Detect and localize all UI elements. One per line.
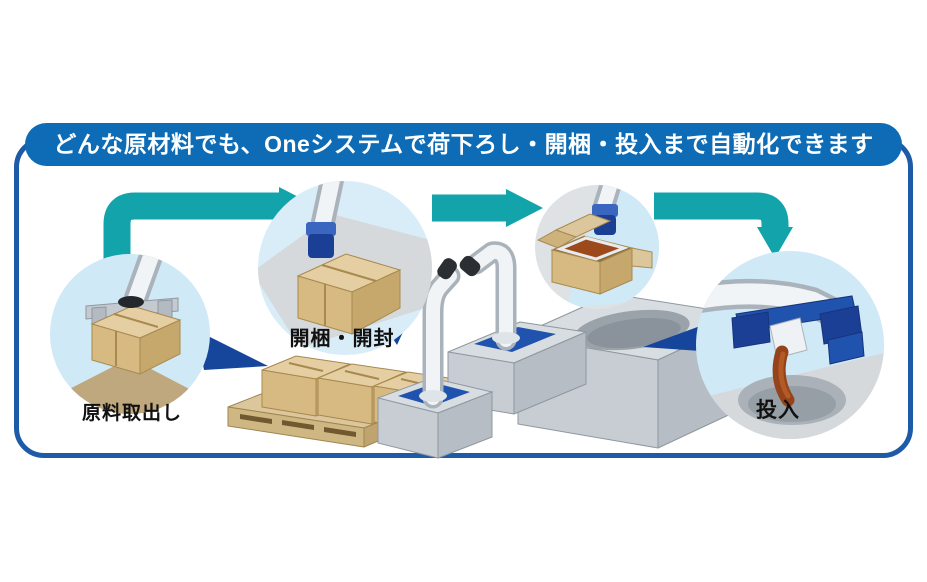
vignette-unpack xyxy=(258,181,432,355)
flow-arrow-3 xyxy=(654,192,793,258)
step-label-unpack: 開梱・開封 xyxy=(289,328,395,350)
vignette-unload xyxy=(50,254,210,414)
vignette-feed xyxy=(696,251,884,439)
title-banner: どんな原材料でも、Oneシステムで荷下ろし・開梱・投入まで自動化できます xyxy=(25,123,902,166)
suction-tool xyxy=(592,204,618,217)
title-banner-row: どんな原材料でも、Oneシステムで荷下ろし・開梱・投入まで自動化できます xyxy=(0,123,927,166)
step-label-feed: 投入 xyxy=(756,399,800,422)
robot-end-effector xyxy=(459,255,481,277)
cardboard-box xyxy=(296,253,402,335)
suction-pad xyxy=(118,296,144,308)
callout-triangle-unload xyxy=(196,330,268,370)
raw-material xyxy=(555,236,629,261)
robot-arm-on-machine xyxy=(459,241,520,351)
robot-end-effector xyxy=(437,258,457,280)
cutter-tool xyxy=(306,222,336,236)
flow-arrow-2 xyxy=(432,189,543,227)
cardboard-box xyxy=(90,305,182,375)
robot-arm-on-pedestal xyxy=(376,258,494,459)
opened-box-with-material xyxy=(536,213,653,295)
step-label-unload: 原料取出し xyxy=(81,403,183,424)
vignette-open-box xyxy=(535,185,659,309)
